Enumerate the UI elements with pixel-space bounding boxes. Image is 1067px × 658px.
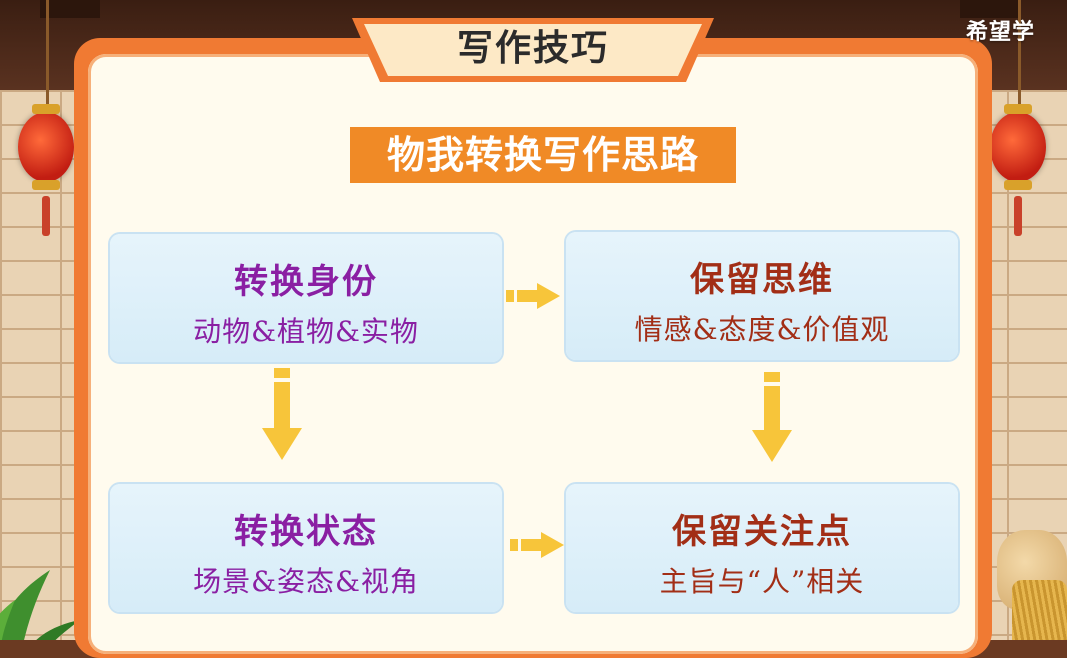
box-detail: 情感&态度&价值观 xyxy=(634,313,890,346)
brand-logo: 希望学 xyxy=(965,20,1035,45)
box-detail: 场景&姿态&视角 xyxy=(193,565,419,598)
lantern-cord xyxy=(1018,0,1021,112)
tag-title: 写作技巧 xyxy=(456,28,609,69)
lantern-icon xyxy=(18,104,74,190)
box-top-left: 转换身份 动物&植物&实物 xyxy=(110,234,502,362)
box-title: 转换身份 xyxy=(234,262,378,302)
tag-shape xyxy=(352,18,714,82)
beam xyxy=(40,0,100,18)
beam xyxy=(960,0,1020,18)
lantern-cord xyxy=(46,0,49,112)
box-bottom-left: 转换状态 场景&姿态&视角 xyxy=(110,484,502,612)
lantern-tassel xyxy=(42,196,50,236)
arrow-down-icon xyxy=(262,368,302,460)
box-detail: 动物&植物&实物 xyxy=(193,315,419,348)
box-title: 转换状态 xyxy=(234,512,378,552)
straw-icon xyxy=(1012,580,1067,640)
box-title: 保留关注点 xyxy=(672,512,852,552)
diagram-subtitle: 物我转换写作思路 xyxy=(350,127,736,183)
box-title: 保留思维 xyxy=(690,260,834,300)
plant-icon xyxy=(0,570,80,640)
title-tag: 写作技巧 xyxy=(352,14,714,86)
box-top-right: 保留思维 情感&态度&价值观 xyxy=(566,232,958,360)
arrow-right-icon xyxy=(510,532,564,558)
box-bottom-right: 保留关注点 主旨与“人”相关 xyxy=(566,484,958,612)
lantern-tassel xyxy=(1014,196,1022,236)
box-detail: 主旨与“人”相关 xyxy=(659,565,865,598)
arrow-down-icon xyxy=(752,372,792,462)
arrow-right-icon xyxy=(506,283,560,309)
lantern-icon xyxy=(990,104,1046,190)
